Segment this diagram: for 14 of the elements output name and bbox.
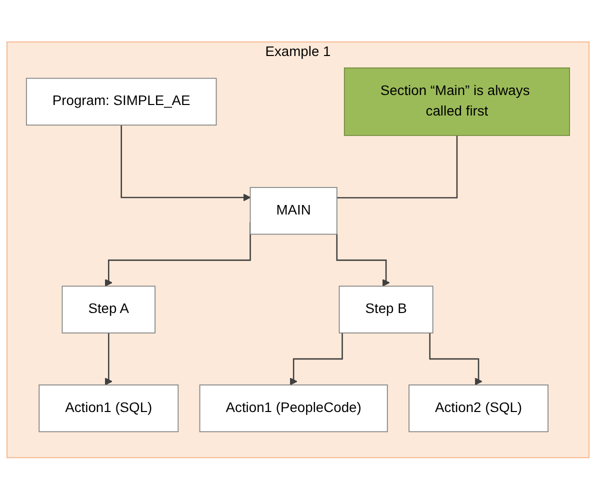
node-box: Step A [62,285,156,334]
node-box: Program: SIMPLE_AE [26,78,217,126]
node-box: Action1 (SQL) [38,384,179,432]
arrow [290,332,343,385]
node-box: Action1 (PeopleCode) [199,384,388,432]
connector [336,135,458,198]
arrow [120,124,251,201]
node-box: MAIN [250,186,338,234]
arrow [429,332,482,385]
node-box: Step B [338,285,434,334]
arrow [336,234,390,286]
node-box: Section “Main” is always called first [344,67,570,136]
arrow [104,332,112,385]
node-box: Action2 (SQL) [408,384,548,432]
